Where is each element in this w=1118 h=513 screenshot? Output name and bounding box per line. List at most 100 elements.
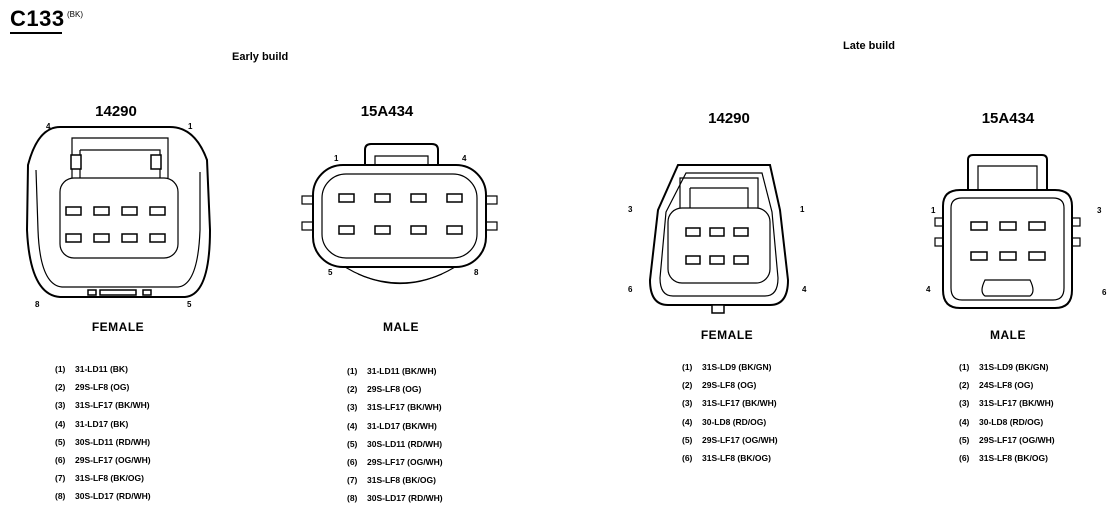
circuit: 29S-LF17 (OG/WH): [367, 457, 443, 468]
pin-label: 4: [926, 285, 931, 294]
pin-label: 6: [628, 285, 633, 294]
pin-label: 8: [474, 268, 479, 277]
wire-row: (4) 31-LD17 (BK/WH): [347, 417, 443, 435]
title-underline: [10, 32, 62, 34]
wire-row: (6) 29S-LF17 (OG/WH): [347, 453, 443, 471]
pin-label: 4: [46, 122, 51, 131]
circuit: 30S-LD17 (RD/WH): [367, 493, 443, 504]
circuit: 31-LD11 (BK): [75, 364, 128, 374]
pin-number: (3): [959, 398, 970, 409]
pin-label: 6: [1102, 288, 1107, 297]
circuit: 29S-LF8 (OG): [367, 384, 422, 395]
section-early-build: Early build: [232, 51, 289, 63]
pin-label: 3: [1097, 206, 1102, 215]
connector-color-code: (BK): [67, 10, 83, 19]
part-number: 14290: [95, 103, 137, 120]
pin-number: (5): [682, 434, 693, 445]
pin-number: (6): [682, 453, 693, 464]
wire-list: (1)31-LD11 (BK) (2)29S-LF8 (OG) (3)31S-L…: [55, 360, 151, 506]
pin-label: 5: [328, 268, 333, 277]
connector-gender: MALE: [383, 320, 419, 334]
wire-row: (1) 31S-LD9 (BK/GN): [682, 358, 778, 376]
circuit: 30S-LD11 (RD/WH): [75, 436, 151, 447]
wire-row: (1) 31S-LD9 (BK/GN): [959, 358, 1055, 376]
circuit: 31S-LD9 (BK/GN): [979, 362, 1049, 372]
pin-label: 1: [188, 122, 193, 131]
pin-label: 4: [462, 154, 467, 163]
pin-label: 8: [35, 300, 40, 309]
circuit: 31S-LD9 (BK/GN): [702, 362, 772, 372]
section-late-build: Late build: [843, 40, 895, 52]
connector-gender: FEMALE: [700, 328, 754, 342]
part-number: 14290: [708, 110, 750, 127]
circuit: 31S-LF8 (BK/OG): [702, 453, 771, 464]
wire-row: (6) 29S-LF17 (OG/WH): [55, 451, 151, 469]
circuit: 30-LD8 (RD/OG): [979, 416, 1044, 427]
wire-list: (1) 31S-LD9 (BK/GN) (2) 29S-LF8 (OG) (3) 31…: [682, 358, 778, 467]
circuit: 30S-LD11 (RD/WH): [367, 438, 443, 449]
pin-number: (5): [347, 438, 358, 449]
pin-number: (7): [347, 475, 358, 486]
pin-number: (3): [682, 398, 693, 409]
pin-number: (2): [347, 384, 358, 395]
wire-row: (4)30-LD8 (RD/OG): [682, 413, 778, 431]
circuit: 29S-LF8 (OG): [75, 382, 130, 393]
circuit: 31S-LF17 (BK/WH): [75, 400, 150, 411]
pin-label: 4: [802, 285, 807, 294]
circuit: 31-LD17 (BK/WH): [367, 420, 437, 431]
circuit: 31S-LF8 (BK/OG): [979, 453, 1048, 464]
connector-id: C133: [10, 6, 65, 31]
pin-number: (3): [347, 402, 358, 413]
pin-label: 1: [334, 154, 339, 163]
pin-number: (8): [55, 491, 66, 502]
pin-number: (2): [959, 380, 970, 391]
wire-row: (7) 31S-LF8 (BK/OG): [55, 469, 151, 487]
circuit: 24S-LF8 (OG): [979, 380, 1034, 391]
pin-number: (6): [55, 455, 66, 466]
circuit: 31-LD17 (BK): [75, 418, 129, 429]
circuit: 29S-LF17 (OG/WH): [75, 455, 151, 466]
circuit: 31S-LF8 (BK/OG): [367, 475, 436, 486]
wire-row: (5) 30S-LD11 (RD/WH): [55, 433, 151, 451]
pin-number: (3): [55, 400, 66, 411]
circuit: 31S-LF8 (BK/OG): [75, 473, 144, 484]
pin-number: (5): [55, 436, 66, 447]
circuit: 29S-LF8 (OG): [702, 380, 757, 391]
pin-number: (1): [959, 362, 970, 372]
wire-list: (1) 31S-LD9 (BK/GN) (2) 24S-LF8 (OG) (3) 31…: [959, 358, 1055, 467]
pin-number: (8): [347, 493, 358, 504]
wire-row: (4) 30-LD8 (RD/OG): [959, 413, 1055, 431]
circuit: 31S-LF17 (BK/WH): [979, 398, 1054, 409]
pin-number: (6): [347, 457, 358, 468]
part-number: 15A434: [360, 103, 414, 120]
pin-number: (7): [55, 473, 66, 484]
connector-gender: MALE: [990, 328, 1026, 342]
pin-number: (2): [682, 380, 693, 391]
wire-row: (7) 31S-LF8 (BK/OG): [347, 471, 443, 489]
circuit: 31S-LF17 (BK/WH): [367, 402, 442, 413]
wire-row: (4) 31-LD17 (BK): [55, 415, 151, 433]
wire-list: (1) 31-LD11 (BK/WH) (2) 29S-LF8 (OG) (3) 31…: [347, 362, 443, 508]
pin-number: (1): [682, 362, 693, 372]
wire-row: (5)29S-LF17 (OG/WH): [959, 431, 1055, 449]
pin-number: (4): [347, 420, 358, 431]
pin-number: (4): [959, 416, 970, 427]
wire-row: (6) 31S-LF8 (BK/OG): [682, 449, 778, 467]
wire-row: (5)29S-LF17 (OG/WH): [682, 431, 778, 449]
wire-row: (3) 31S-LF17 (BK/WH): [959, 394, 1055, 412]
pin-number: (5): [959, 434, 970, 445]
wire-row: (5) 30S-LD11 (RD/WH): [347, 435, 443, 453]
circuit: 31S-LF17 (BK/WH): [702, 398, 777, 409]
circuit: 31-LD11 (BK/WH): [367, 366, 437, 376]
connector-gender: FEMALE: [91, 320, 145, 334]
pin-number: (1): [347, 366, 358, 376]
pin-number: (6): [959, 453, 970, 464]
pin-number: (4): [55, 418, 66, 429]
wire-row: (2) 24S-LF8 (OG): [959, 376, 1055, 394]
wire-row: (8)30S-LD17 (RD/WH): [55, 487, 151, 505]
wire-row: (6) 31S-LF8 (BK/OG): [959, 449, 1055, 467]
